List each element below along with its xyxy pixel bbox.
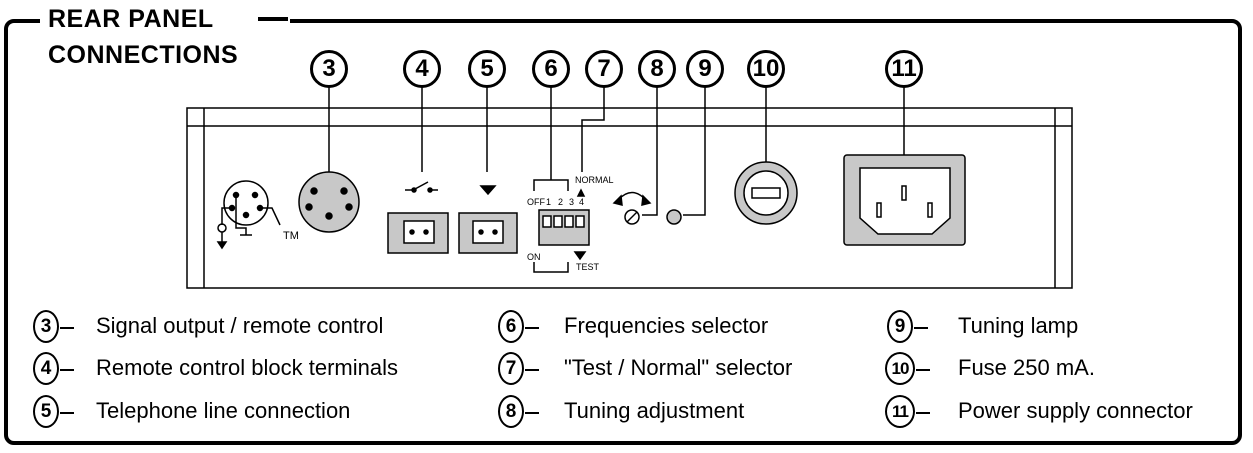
callout-6: 6 <box>532 50 570 88</box>
legend-dash <box>60 369 74 371</box>
dip-number-4: 4 <box>579 197 585 207</box>
legend-text-8: Tuning adjustment <box>564 398 745 423</box>
legend-dash <box>525 327 539 329</box>
legend-dash <box>60 327 74 329</box>
dip-number-3: 3 <box>569 197 575 207</box>
dip-number-1: 1 <box>546 197 552 207</box>
callout-4: 4 <box>403 50 441 88</box>
legend-badge-8: 8 <box>498 395 524 428</box>
legend-text-7: "Test / Normal" selector <box>564 355 793 380</box>
on-label: ON <box>527 252 541 262</box>
test-label: TEST <box>576 262 600 272</box>
legend-text-11: Power supply connector <box>958 398 1193 423</box>
legend-text-10: Fuse 250 mA. <box>958 355 1095 380</box>
title-line-2: CONNECTIONS <box>48 41 239 69</box>
legend-dash <box>916 412 930 414</box>
legend-dash <box>914 327 928 329</box>
legend-text-4: Remote control block terminals <box>96 355 399 380</box>
legend-badge-11: 11 <box>885 395 915 428</box>
legend-badge-3: 3 <box>33 310 59 343</box>
legend-dash <box>525 412 539 414</box>
callout-11: 11 <box>885 50 923 88</box>
callout-5: 5 <box>468 50 506 88</box>
callout-9: 9 <box>686 50 724 88</box>
legend-text-5: Telephone line connection <box>96 398 351 423</box>
title-rule <box>258 17 288 21</box>
legend-text-6: Frequencies selector <box>564 313 769 338</box>
legend-badge-9: 9 <box>887 310 913 343</box>
legend-badge-7: 7 <box>498 352 524 385</box>
legend-badge-5: 5 <box>33 395 59 428</box>
dip-number-2: 2 <box>558 197 564 207</box>
normal-label: NORMAL <box>575 175 614 185</box>
title-background-top <box>40 4 290 32</box>
title-line-1: REAR PANEL <box>48 5 214 33</box>
legend-text-3: Signal output / remote control <box>96 313 384 338</box>
legend-badge-6: 6 <box>498 310 524 343</box>
callout-7: 7 <box>585 50 623 88</box>
outer-frame <box>4 19 1242 445</box>
legend-badge-4: 4 <box>33 352 59 385</box>
legend-dash <box>60 412 74 414</box>
legend-dash <box>916 369 930 371</box>
panel-outline <box>186 107 1073 289</box>
dip-off-label: OFF <box>527 197 545 207</box>
tm-label: TM <box>283 230 299 242</box>
callout-8: 8 <box>638 50 676 88</box>
legend-dash <box>525 369 539 371</box>
callout-10: 10 <box>747 50 785 88</box>
legend-badge-10: 10 <box>885 352 915 385</box>
legend-text-9: Tuning lamp <box>958 313 1079 338</box>
callout-3: 3 <box>310 50 348 88</box>
